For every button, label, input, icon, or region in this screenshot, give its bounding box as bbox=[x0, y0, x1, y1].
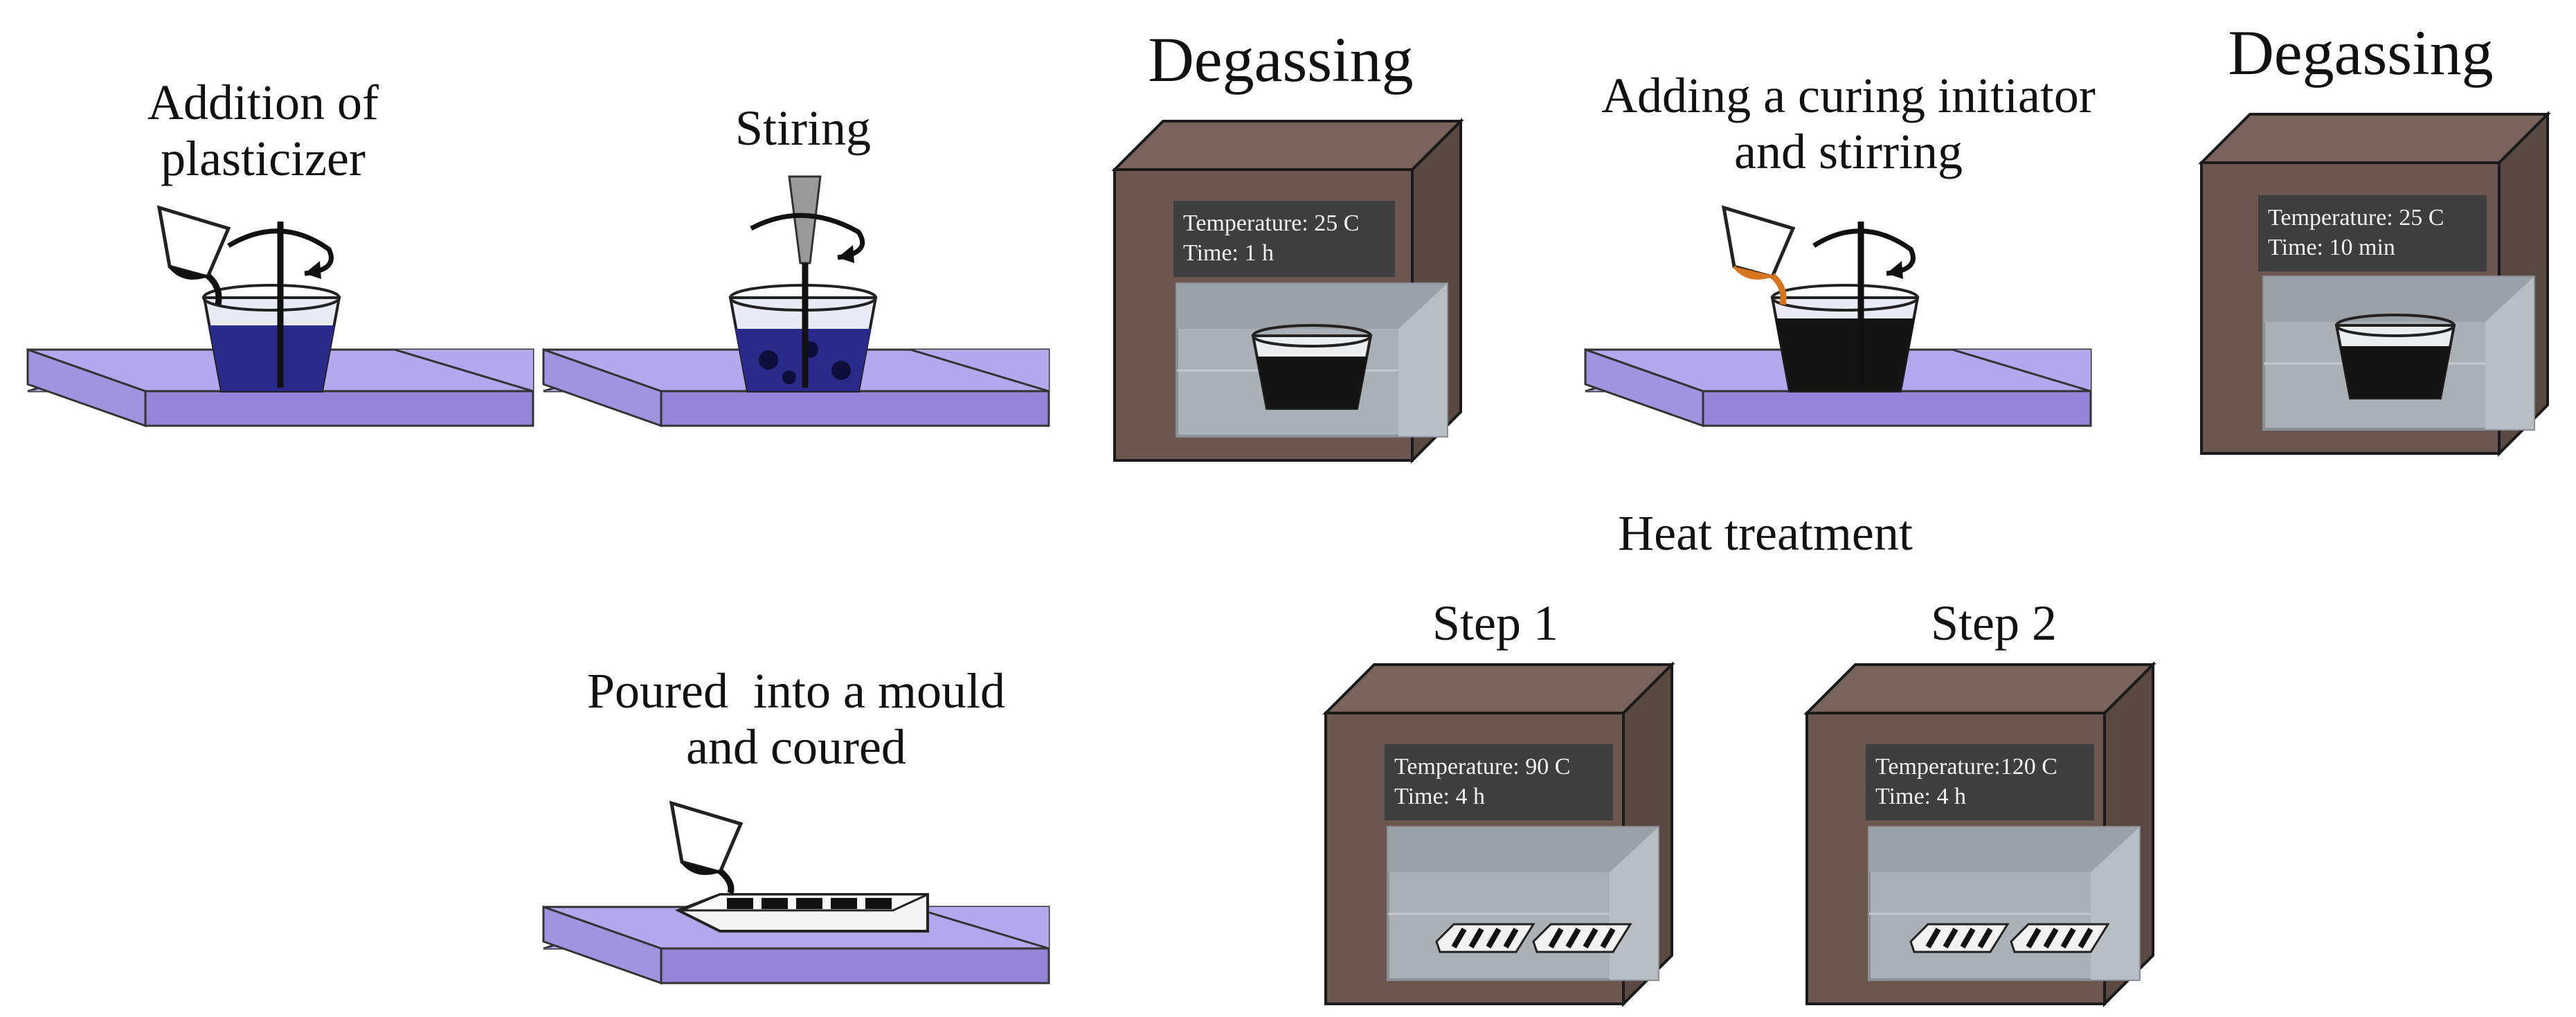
label-line: Adding a curing initiator bbox=[1601, 68, 2096, 123]
degassing-oven-2 bbox=[2200, 113, 2549, 455]
rotation-arrow-icon bbox=[227, 228, 334, 279]
cured-sample bbox=[2010, 923, 2110, 953]
degassing-1-readout: Temperature: 25 C Time: 1 h bbox=[1173, 201, 1395, 277]
heat-oven-step-2 bbox=[1805, 663, 2154, 1005]
stirrer-icon bbox=[788, 175, 822, 388]
label-line: plasticizer bbox=[161, 130, 366, 186]
temperature-readout: Temperature: 25 C bbox=[1183, 210, 1360, 236]
beaker-station-1 bbox=[202, 222, 341, 393]
label-degassing-2: Degassing bbox=[2228, 17, 2494, 88]
time-readout: Time: 10 min bbox=[2268, 234, 2395, 260]
label-step-1: Step 1 bbox=[1432, 595, 1558, 651]
step-1-readout: Temperature: 90 C Time: 4 h bbox=[1385, 744, 1613, 820]
pouring-cup-icon bbox=[156, 205, 231, 305]
time-readout: Time: 4 h bbox=[1394, 783, 1486, 809]
pouring-cup-icon bbox=[669, 800, 744, 894]
temperature-readout: Temperature: 25 C bbox=[2268, 205, 2444, 231]
degassing-2-readout: Temperature: 25 C Time: 10 min bbox=[2258, 195, 2487, 271]
rotation-arrow-icon bbox=[750, 213, 865, 263]
label-stiring: Stiring bbox=[735, 100, 872, 156]
label-step-2: Step 2 bbox=[1930, 595, 2057, 651]
cured-sample bbox=[1532, 923, 1632, 953]
beaker-station-4 bbox=[1770, 222, 1920, 393]
label-degassing-1: Degassing bbox=[1148, 24, 1414, 95]
temperature-readout: Temperature: 90 C bbox=[1394, 754, 1571, 780]
label-poured-mould: Poured into a mould and coured bbox=[540, 663, 1052, 775]
rotation-arrow-icon bbox=[1812, 228, 1916, 279]
label-addition-plasticizer: Addition of plasticizer bbox=[118, 75, 408, 186]
label-heat-treatment: Heat treatment bbox=[1618, 505, 1913, 561]
time-readout: Time: 1 h bbox=[1183, 240, 1275, 266]
label-line: and coured bbox=[686, 719, 906, 775]
pouring-cup-icon bbox=[1721, 205, 1796, 305]
mould-tray bbox=[675, 893, 929, 933]
label-line: Addition of bbox=[147, 75, 379, 130]
heat-oven-step-1 bbox=[1324, 663, 1673, 1005]
temperature-readout: Temperature:120 C bbox=[1875, 754, 2057, 780]
label-line: Poured into a mould bbox=[587, 663, 1005, 719]
degassing-oven-1 bbox=[1113, 120, 1462, 462]
label-line: and stirring bbox=[1734, 123, 1963, 179]
cured-sample bbox=[1909, 923, 2010, 953]
time-readout: Time: 4 h bbox=[1875, 783, 1967, 809]
step-2-readout: Temperature:120 C Time: 4 h bbox=[1866, 744, 2094, 820]
cured-sample bbox=[1435, 923, 1535, 953]
label-curing-initiator: Adding a curing initiator and stirring bbox=[1537, 68, 2160, 179]
